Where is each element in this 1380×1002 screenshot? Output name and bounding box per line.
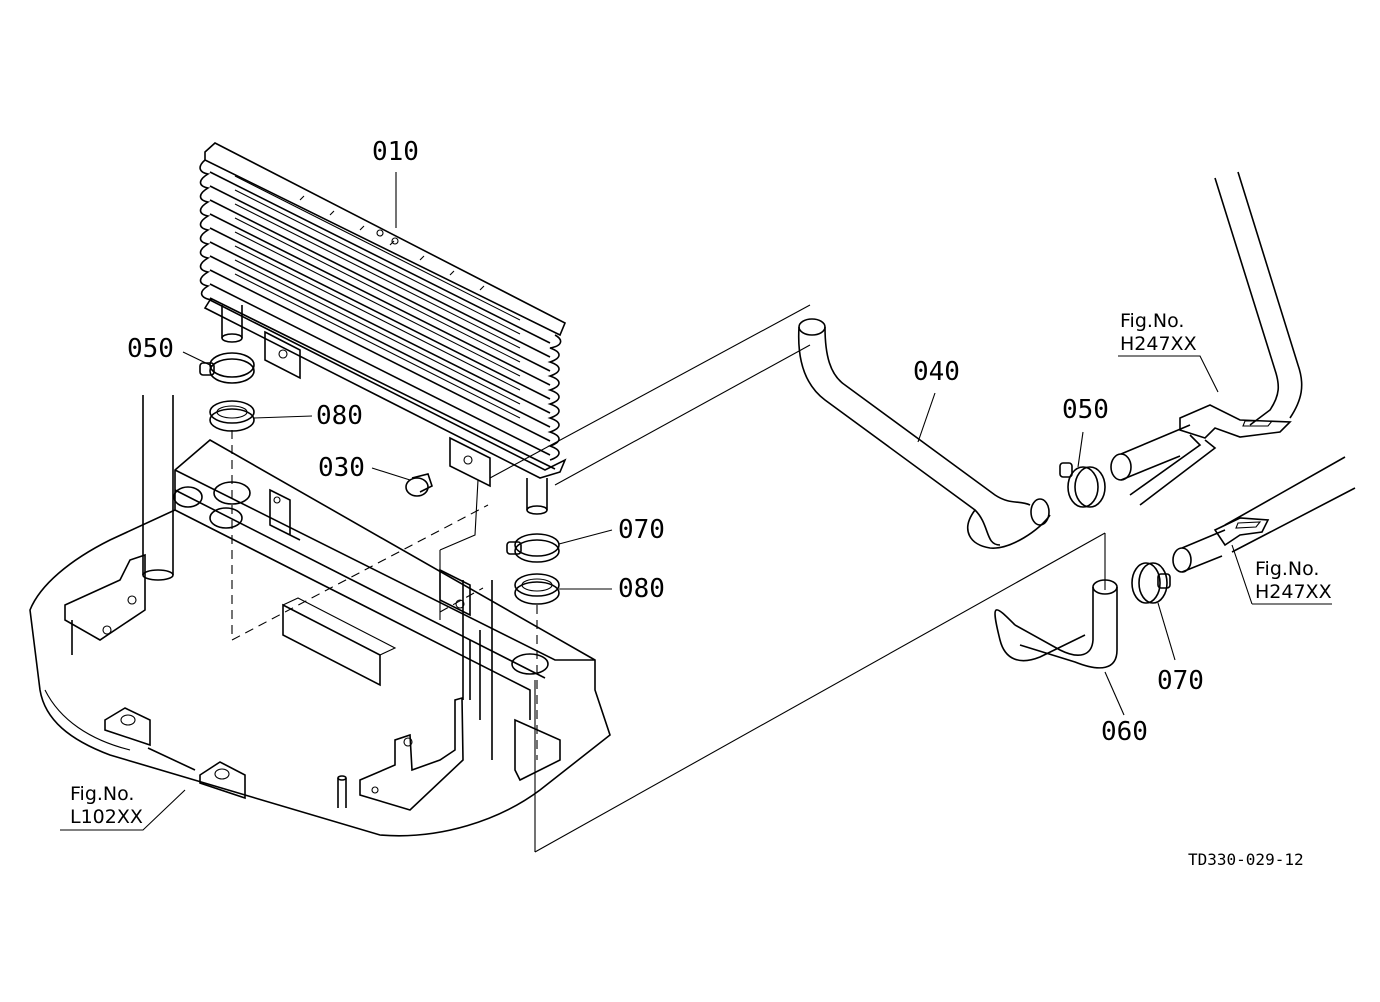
figure-ref-label: Fig.No. [1120, 310, 1184, 332]
hose-040 [797, 318, 1051, 549]
hose-clamp-070-left [506, 529, 613, 563]
callout-010: 010 [372, 137, 419, 167]
drawing-code: TD330-029-12 [1188, 850, 1304, 869]
hose-clamp-050-right [1059, 431, 1106, 508]
callout-070-right: 070 [1157, 666, 1204, 696]
callout-060: 060 [1101, 717, 1148, 747]
callout-050-right: 050 [1062, 395, 1109, 425]
hose-060 [994, 579, 1125, 716]
figure-ref-l102xx: Fig.No. L102XX [60, 783, 186, 831]
bolt-030 [371, 467, 433, 497]
callout-080-right: 080 [618, 574, 665, 604]
hose-clamp-050-left [182, 351, 255, 384]
hose-clamp-070-right [1131, 562, 1176, 661]
figure-ref-h247xx-upper: Fig.No. H247XX [1120, 310, 1197, 355]
o-ring-080-left [209, 400, 313, 432]
pipe-fitting-lower [1172, 456, 1356, 605]
figure-ref-number: H247XX [1120, 333, 1197, 355]
figure-ref-h247xx-lower: Fig.No. H247XX [1255, 558, 1332, 603]
oil-cooler-010 [199, 142, 567, 515]
callout-030: 030 [318, 453, 365, 483]
figure-ref-label: Fig.No. [1255, 558, 1319, 580]
o-ring-080-right [514, 573, 612, 605]
callout-040: 040 [913, 357, 960, 387]
pipe-fitting-upper [1110, 171, 1303, 506]
callout-080-left: 080 [316, 401, 363, 431]
figure-ref-label: Fig.No. [70, 783, 134, 805]
callout-050-left: 050 [127, 334, 174, 364]
callout-070-left: 070 [618, 515, 665, 545]
figure-ref-number: L102XX [70, 806, 143, 828]
assembly-lines [231, 304, 1106, 853]
figure-ref-number: H247XX [1255, 581, 1332, 603]
base-frame [29, 395, 611, 837]
